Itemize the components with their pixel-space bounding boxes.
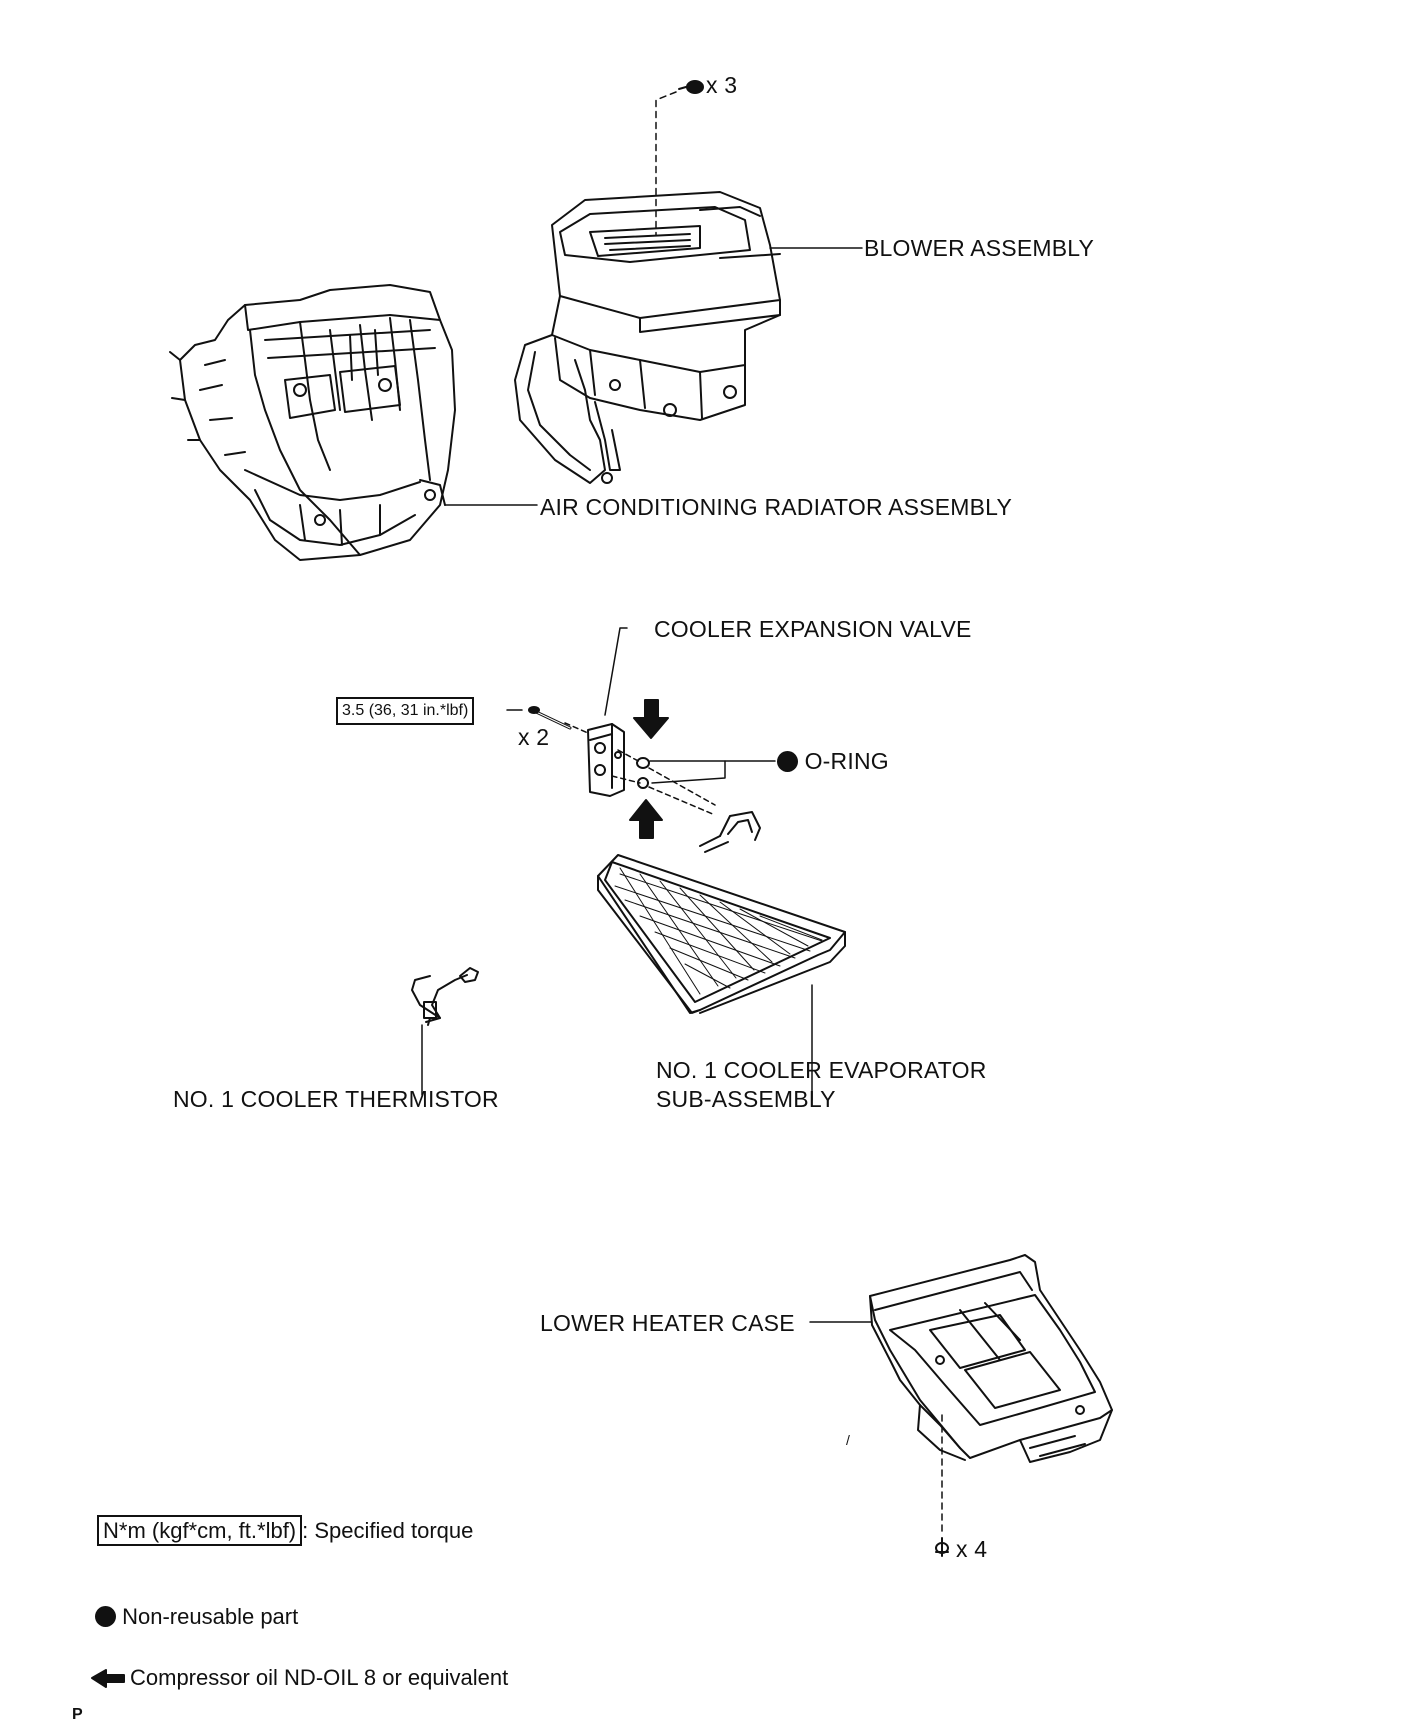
legend-torque-box: N*m (kgf*cm, ft.*lbf) (97, 1515, 303, 1546)
expansion-valve-drawing (587, 723, 625, 797)
torque-spec-box: 3.5 (36, 31 in.*lbf) (336, 697, 475, 725)
radiator-assembly-label: AIR CONDITIONING RADIATOR ASSEMBLY (540, 494, 1012, 520)
evaporator-label-line1: NO. 1 COOLER EVAPORATOR (656, 1057, 987, 1083)
legend-oil-arrow-icon (91, 1669, 125, 1688)
thermistor-label: NO. 1 COOLER THERMISTOR (173, 1086, 499, 1112)
screw-top-leader (655, 91, 677, 236)
legend-nonreusable: Non-reusable part (95, 1604, 298, 1630)
screw-quantity-bottom: x 4 (956, 1536, 988, 1562)
expansion-valve-label: COOLER EXPANSION VALVE (654, 616, 972, 642)
legend-nonreusable-text: Non-reusable part (122, 1604, 299, 1629)
bolt-quantity: x 2 (518, 724, 550, 750)
screw-top-icon (678, 80, 704, 94)
evaporator-label-line2: SUB-ASSEMBLY (656, 1086, 836, 1112)
oil-arrow-down-icon (633, 699, 669, 739)
blower-assembly-label: BLOWER ASSEMBLY (864, 235, 1095, 261)
legend-dot-icon (95, 1606, 116, 1627)
legend-torque-text: : Specified torque (302, 1518, 474, 1543)
corner-mark: P (72, 1706, 83, 1723)
lower-heater-case-label: LOWER HEATER CASE (540, 1310, 795, 1336)
o-ring-dashed (611, 749, 716, 816)
o-ring-text: O-RING (804, 748, 889, 774)
stray-mark: / (846, 1432, 851, 1448)
o-ring-label: O-RING (777, 748, 889, 775)
legend-torque: N*m (kgf*cm, ft.*lbf): Specified torque (97, 1515, 474, 1546)
thermistor-drawing (411, 967, 479, 1026)
radiator-assembly-drawing (169, 284, 456, 561)
o-ring-bracket (649, 760, 726, 784)
oil-arrow-up-icon (629, 799, 663, 839)
evaporator-drawing (597, 811, 846, 1014)
screw-bottom-icon (935, 1537, 949, 1557)
legend-oil-text: Compressor oil ND-OIL 8 or equivalent (130, 1665, 509, 1690)
lower-heater-case-drawing (869, 1254, 1113, 1463)
bolt-dashed-line (564, 722, 589, 734)
blower-assembly-drawing (514, 191, 781, 484)
legend-oil: Compressor oil ND-OIL 8 or equivalent (130, 1665, 508, 1691)
expansion-valve-leader (604, 627, 628, 716)
o-ring-icon (636, 757, 650, 789)
bolt-icon (528, 706, 572, 730)
non-reusable-dot-icon (777, 751, 798, 772)
screw-quantity-top: x 3 (706, 72, 738, 98)
